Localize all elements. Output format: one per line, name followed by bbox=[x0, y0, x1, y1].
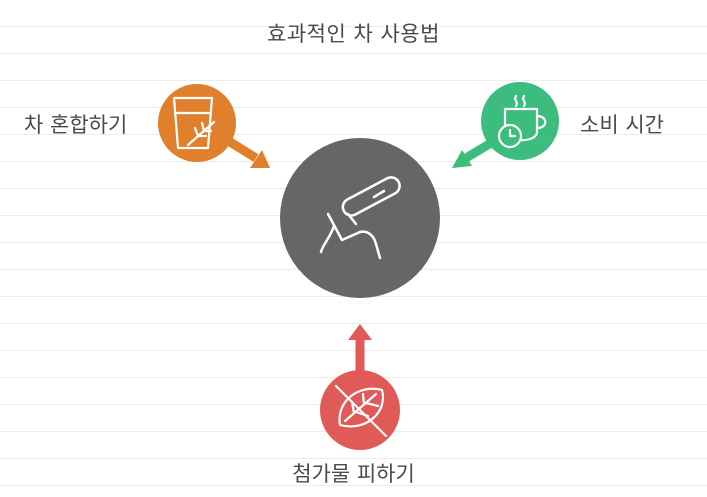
timing-node bbox=[481, 82, 559, 160]
mix-node bbox=[158, 84, 236, 162]
arrow-avoid-to-center bbox=[348, 324, 372, 372]
arrow-mix-to-center bbox=[227, 138, 270, 168]
diagram-title: 효과적인 차 사용법 bbox=[267, 22, 440, 46]
tablet-hand-icon bbox=[319, 176, 401, 260]
no-leaf-icon bbox=[334, 384, 388, 438]
center-node bbox=[280, 138, 440, 298]
tea-cup-clock-icon bbox=[497, 94, 547, 149]
glass-herb-icon bbox=[172, 96, 216, 150]
node-label-avoid: 첨가물 피하기 bbox=[292, 462, 415, 486]
node-label-mix: 차 혼합하기 bbox=[24, 113, 128, 137]
node-label-timing: 소비 시간 bbox=[580, 113, 664, 137]
avoid-node bbox=[320, 370, 400, 450]
